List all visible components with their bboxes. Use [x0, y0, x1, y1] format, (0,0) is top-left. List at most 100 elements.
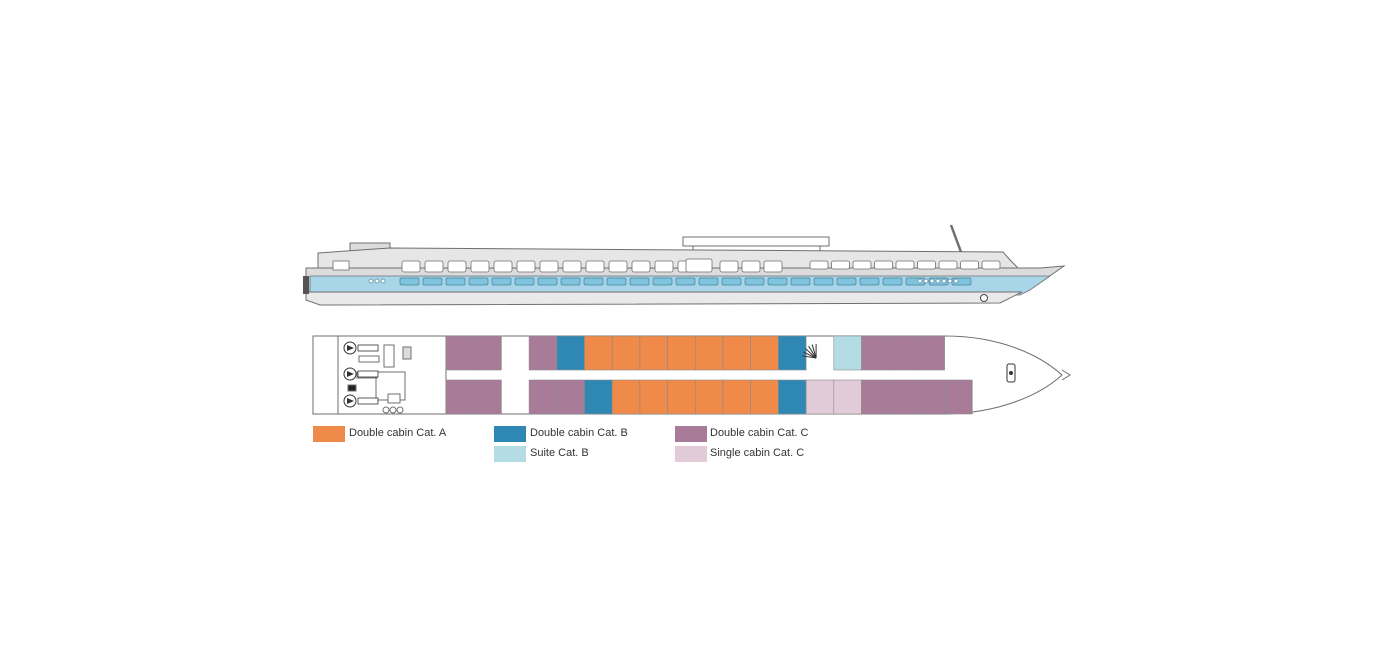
lower-cabin-window [514, 277, 535, 286]
propeller-icon [980, 294, 988, 302]
cabin-double-c [473, 335, 502, 371]
lower-cabin-window [882, 277, 903, 286]
lower-cabin-window [422, 277, 443, 286]
cabin-window [447, 260, 467, 273]
cabin-double-a [639, 335, 668, 371]
legend-text: Double cabin Cat. B [530, 427, 628, 439]
lower-cabin-window [583, 277, 604, 286]
lower-cabin-window [560, 277, 581, 286]
cabin-single-c [805, 379, 835, 415]
porthole [935, 278, 941, 284]
cabin-double-b [778, 335, 807, 371]
cabin-double-c [445, 379, 475, 415]
porthole [368, 278, 374, 284]
cabin-window [719, 260, 739, 273]
legend-label-suite-b: Suite Cat. B [530, 447, 589, 459]
lower-cabin-window [445, 277, 466, 286]
cabin-double-a [667, 379, 696, 415]
lower-cabin-window [767, 277, 788, 286]
lower-cabin-window [836, 277, 857, 286]
mast [949, 224, 963, 253]
legend-label-double-c: Double cabin Cat. C [710, 427, 808, 439]
legend-swatch-double-c [675, 426, 707, 442]
cabin-window [631, 260, 651, 273]
cabin-window [763, 260, 783, 273]
ship-side-profile [303, 224, 1066, 306]
lower-cabin-window [537, 277, 558, 286]
legend-label-double-a: Double cabin Cat. A [349, 427, 446, 439]
hull-lower [305, 291, 1023, 306]
cabin-double-c [888, 379, 918, 415]
cabin-double-a [694, 379, 724, 415]
porthole [917, 278, 923, 284]
restaurant-window [917, 260, 936, 270]
restaurant-window [831, 260, 850, 270]
cabin-window [585, 260, 605, 273]
restaurant-window [960, 260, 979, 270]
legend-swatch-suite-b [494, 446, 526, 462]
cabin-double-c [473, 379, 502, 415]
porthole [947, 278, 953, 284]
cabin-double-b [556, 335, 585, 371]
porthole [929, 278, 935, 284]
lower-cabin-window [399, 277, 420, 286]
cabin-window [470, 260, 490, 273]
cabin-window [562, 260, 582, 273]
cabin-double-a [750, 335, 779, 371]
cabin-double-c [888, 335, 918, 371]
lower-cabin-window [698, 277, 719, 286]
cabin-double-c [528, 335, 558, 371]
cabin-double-a [722, 379, 752, 415]
porthole [941, 278, 947, 284]
cabin-double-c [445, 335, 475, 371]
porthole [953, 278, 959, 284]
bow-tip [1061, 369, 1071, 381]
engine-icons [343, 341, 379, 408]
staircase-icon [802, 344, 817, 359]
cabin-double-c [861, 335, 890, 371]
legend-label-double-b: Double cabin Cat. B [530, 427, 628, 439]
stern-detail [303, 276, 309, 294]
restaurant-window [852, 260, 872, 270]
legend-text: Double cabin Cat. A [349, 427, 447, 439]
legend-label-single-c: Single cabin Cat. C [710, 447, 804, 459]
lounge-window [685, 258, 713, 273]
cabin-double-a [722, 335, 752, 371]
cabin-window [539, 260, 559, 273]
cabin-suite-b [833, 335, 862, 371]
porthole [374, 278, 380, 284]
cabin-double-b [584, 379, 613, 415]
stern-window [332, 260, 350, 271]
cabin-double-a [667, 335, 696, 371]
cabin-double-c [944, 379, 973, 415]
deck-plan [312, 335, 1071, 415]
cabin-double-a [750, 379, 779, 415]
restaurant-window [874, 260, 893, 270]
cabin-window [516, 260, 536, 273]
cabin-window [654, 260, 674, 273]
lower-cabin-window [721, 277, 742, 286]
cabin-double-c [528, 379, 558, 415]
cabin-double-a [694, 335, 724, 371]
lower-cabin-window [744, 277, 765, 286]
restaurant-window [895, 260, 915, 270]
cabin-double-c [556, 379, 585, 415]
cabin-window [608, 260, 628, 273]
cabin-double-b [778, 379, 807, 415]
cabin-double-c [916, 379, 945, 415]
lower-cabin-window [813, 277, 834, 286]
lower-cabin-window [652, 277, 673, 286]
lower-cabin-window [606, 277, 627, 286]
restaurant-window [981, 260, 1001, 270]
cabin-double-a [611, 335, 641, 371]
lower-cabin-window [675, 277, 696, 286]
legend-text: Double cabin Cat. C [710, 427, 809, 439]
legend-swatch-single-c [675, 446, 707, 462]
cabin-double-c [861, 379, 890, 415]
cabin-double-a [611, 379, 641, 415]
anchor-winch-icon [1006, 363, 1016, 383]
lower-cabin-window [491, 277, 512, 286]
legend-text: Suite Cat. B [530, 447, 589, 459]
legend-text: Single cabin Cat. C [710, 447, 805, 459]
